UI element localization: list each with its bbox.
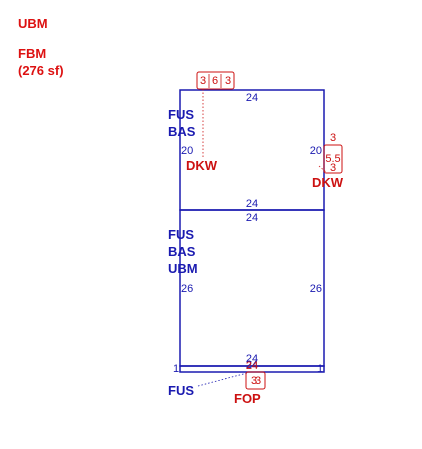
fop-label: FOP (234, 391, 261, 406)
fop-dim-top: 24 (246, 360, 258, 372)
lower-dim-top: 24 (246, 212, 258, 224)
right-dkw-leader-line (318, 165, 327, 173)
top-dkw-callout: 3 6 3 DKW (186, 71, 235, 173)
strip-dim-top: 24 (246, 359, 258, 371)
strip-label-fus: FUS (168, 383, 194, 398)
strip-dim-left: 1 (173, 363, 179, 375)
upper-section-outline (179, 89, 325, 211)
area-label-ubm: UBM (18, 16, 48, 31)
upper-dim-bottom: 24 (246, 198, 258, 210)
upper-dim-left: 20 (181, 145, 193, 157)
top-dkw-dim-2: 6 (212, 75, 218, 87)
lower-dim-bottom: 24 (246, 353, 258, 365)
right-dkw-callout: 3 5.5 3 DKW (312, 132, 344, 190)
top-dkw-dim-1: 3 (200, 75, 206, 87)
fop-dim-1: 3 (251, 375, 257, 387)
top-dkw-label: DKW (186, 158, 218, 173)
right-dkw-dim-top: 3 (330, 132, 336, 144)
upper-dim-top: 24 (246, 92, 258, 104)
lower-label-fus: FUS (168, 227, 194, 242)
upper-dim-right: 20 (310, 145, 322, 157)
area-label-fbm: FBM (18, 46, 47, 61)
upper-label-fus: FUS (168, 107, 194, 122)
lower-dim-right: 26 (310, 283, 322, 295)
building-outline (179, 89, 325, 373)
strip-leader-line (197, 372, 248, 387)
top-dkw-dim-3: 3 (225, 75, 231, 87)
top-dkw-box (196, 71, 235, 90)
right-dkw-dim-bottom: 3 (330, 162, 336, 174)
lower-dim-left: 26 (181, 283, 193, 295)
fop-dim-2: 3 (255, 375, 261, 387)
right-dkw-label: DKW (312, 175, 344, 190)
fop-box (245, 371, 266, 390)
lower-label-ubm: UBM (168, 261, 198, 276)
area-size-label: (276 sf) (18, 63, 64, 78)
lower-section-outline (179, 209, 325, 367)
right-dkw-dim-mid: 5.5 (325, 153, 340, 165)
strip-dim-right: 1 (317, 363, 323, 375)
fop-callout: 3 3 24 FOP (234, 360, 266, 406)
upper-label-bas: BAS (168, 124, 196, 139)
lower-label-bas: BAS (168, 244, 196, 259)
right-dkw-box (323, 144, 343, 174)
